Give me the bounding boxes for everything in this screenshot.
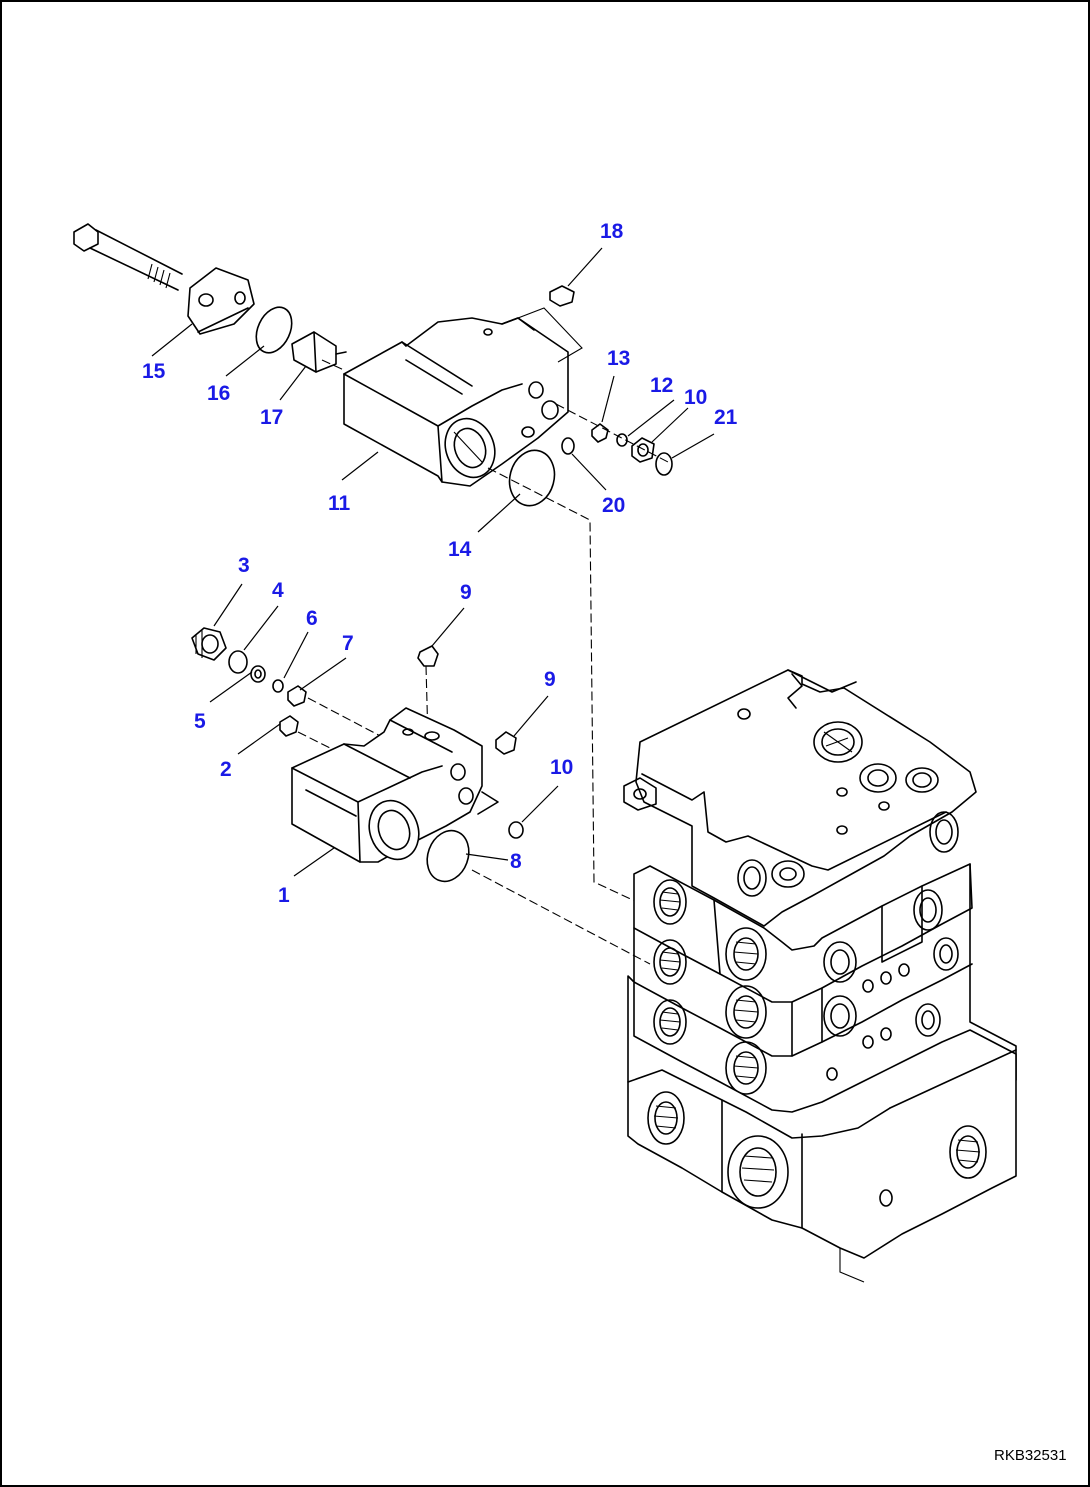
callout-16: 15 — [142, 360, 166, 383]
callout-18: 17 — [260, 406, 283, 429]
part-5-washer — [250, 665, 266, 683]
callout-4: 4 — [272, 579, 284, 602]
part-6-o-ring — [272, 679, 284, 693]
callout-19: 18 — [600, 220, 624, 243]
part-21-o-ring — [655, 452, 673, 476]
part-10-o-ring — [508, 821, 524, 839]
part-20-o-ring — [561, 437, 575, 455]
part-2-plug — [279, 715, 299, 737]
hidden-line-19 — [517, 307, 583, 363]
callout-8: 8 — [510, 850, 522, 873]
part-9-fitting-side — [495, 731, 517, 755]
callout-labels: 18 15 16 17 13 12 10 21 11 20 14 3 4 6 7… — [142, 220, 738, 907]
drawing-code: RKB32531 — [994, 1447, 1067, 1464]
part-16-cover — [187, 267, 255, 335]
callout-1: 1 — [278, 884, 290, 907]
leader-lines — [151, 247, 715, 877]
callout-10: 10 — [550, 756, 573, 779]
callout-20: 20 — [602, 494, 625, 517]
callout-12: 10 — [684, 386, 707, 409]
center-line-upper-b — [555, 403, 669, 463]
part-12-fitting — [631, 437, 655, 463]
part-1-valve-block — [291, 707, 499, 863]
center-line-upper-a — [321, 359, 345, 371]
main-valve-body — [623, 669, 1017, 1283]
part-7-fitting — [287, 685, 307, 707]
part-14-nut — [591, 423, 609, 443]
part-17-o-ring — [255, 306, 293, 354]
part-11-valve-block — [343, 317, 569, 487]
callout-15: 14 — [448, 538, 472, 561]
callout-14: 13 — [607, 347, 630, 370]
part-9-fitting-top — [417, 645, 439, 667]
callout-5: 5 — [194, 710, 206, 733]
callout-7: 7 — [342, 632, 354, 655]
callout-6: 6 — [306, 607, 318, 630]
part-18-plug — [291, 331, 347, 373]
center-line-lower-d — [471, 869, 651, 965]
callout-2: 2 — [220, 758, 232, 781]
part-15-o-ring — [508, 449, 556, 507]
part-4-o-ring — [228, 650, 248, 674]
callout-9-top: 9 — [460, 581, 472, 604]
part-3-plug — [191, 627, 227, 661]
callout-9-side: 9 — [544, 668, 556, 691]
center-line-lower-a — [307, 697, 389, 741]
callout-11: 11 — [328, 492, 351, 515]
center-line-upper-c — [487, 467, 651, 909]
callout-21: 21 — [714, 406, 738, 429]
callout-3: 3 — [238, 554, 250, 577]
part-13-o-ring — [616, 433, 628, 447]
callout-13: 12 — [650, 374, 673, 397]
part-19-fitting — [549, 285, 575, 307]
bolt-part — [73, 223, 183, 291]
callout-17: 16 — [207, 382, 230, 405]
part-8-o-ring — [426, 829, 470, 883]
